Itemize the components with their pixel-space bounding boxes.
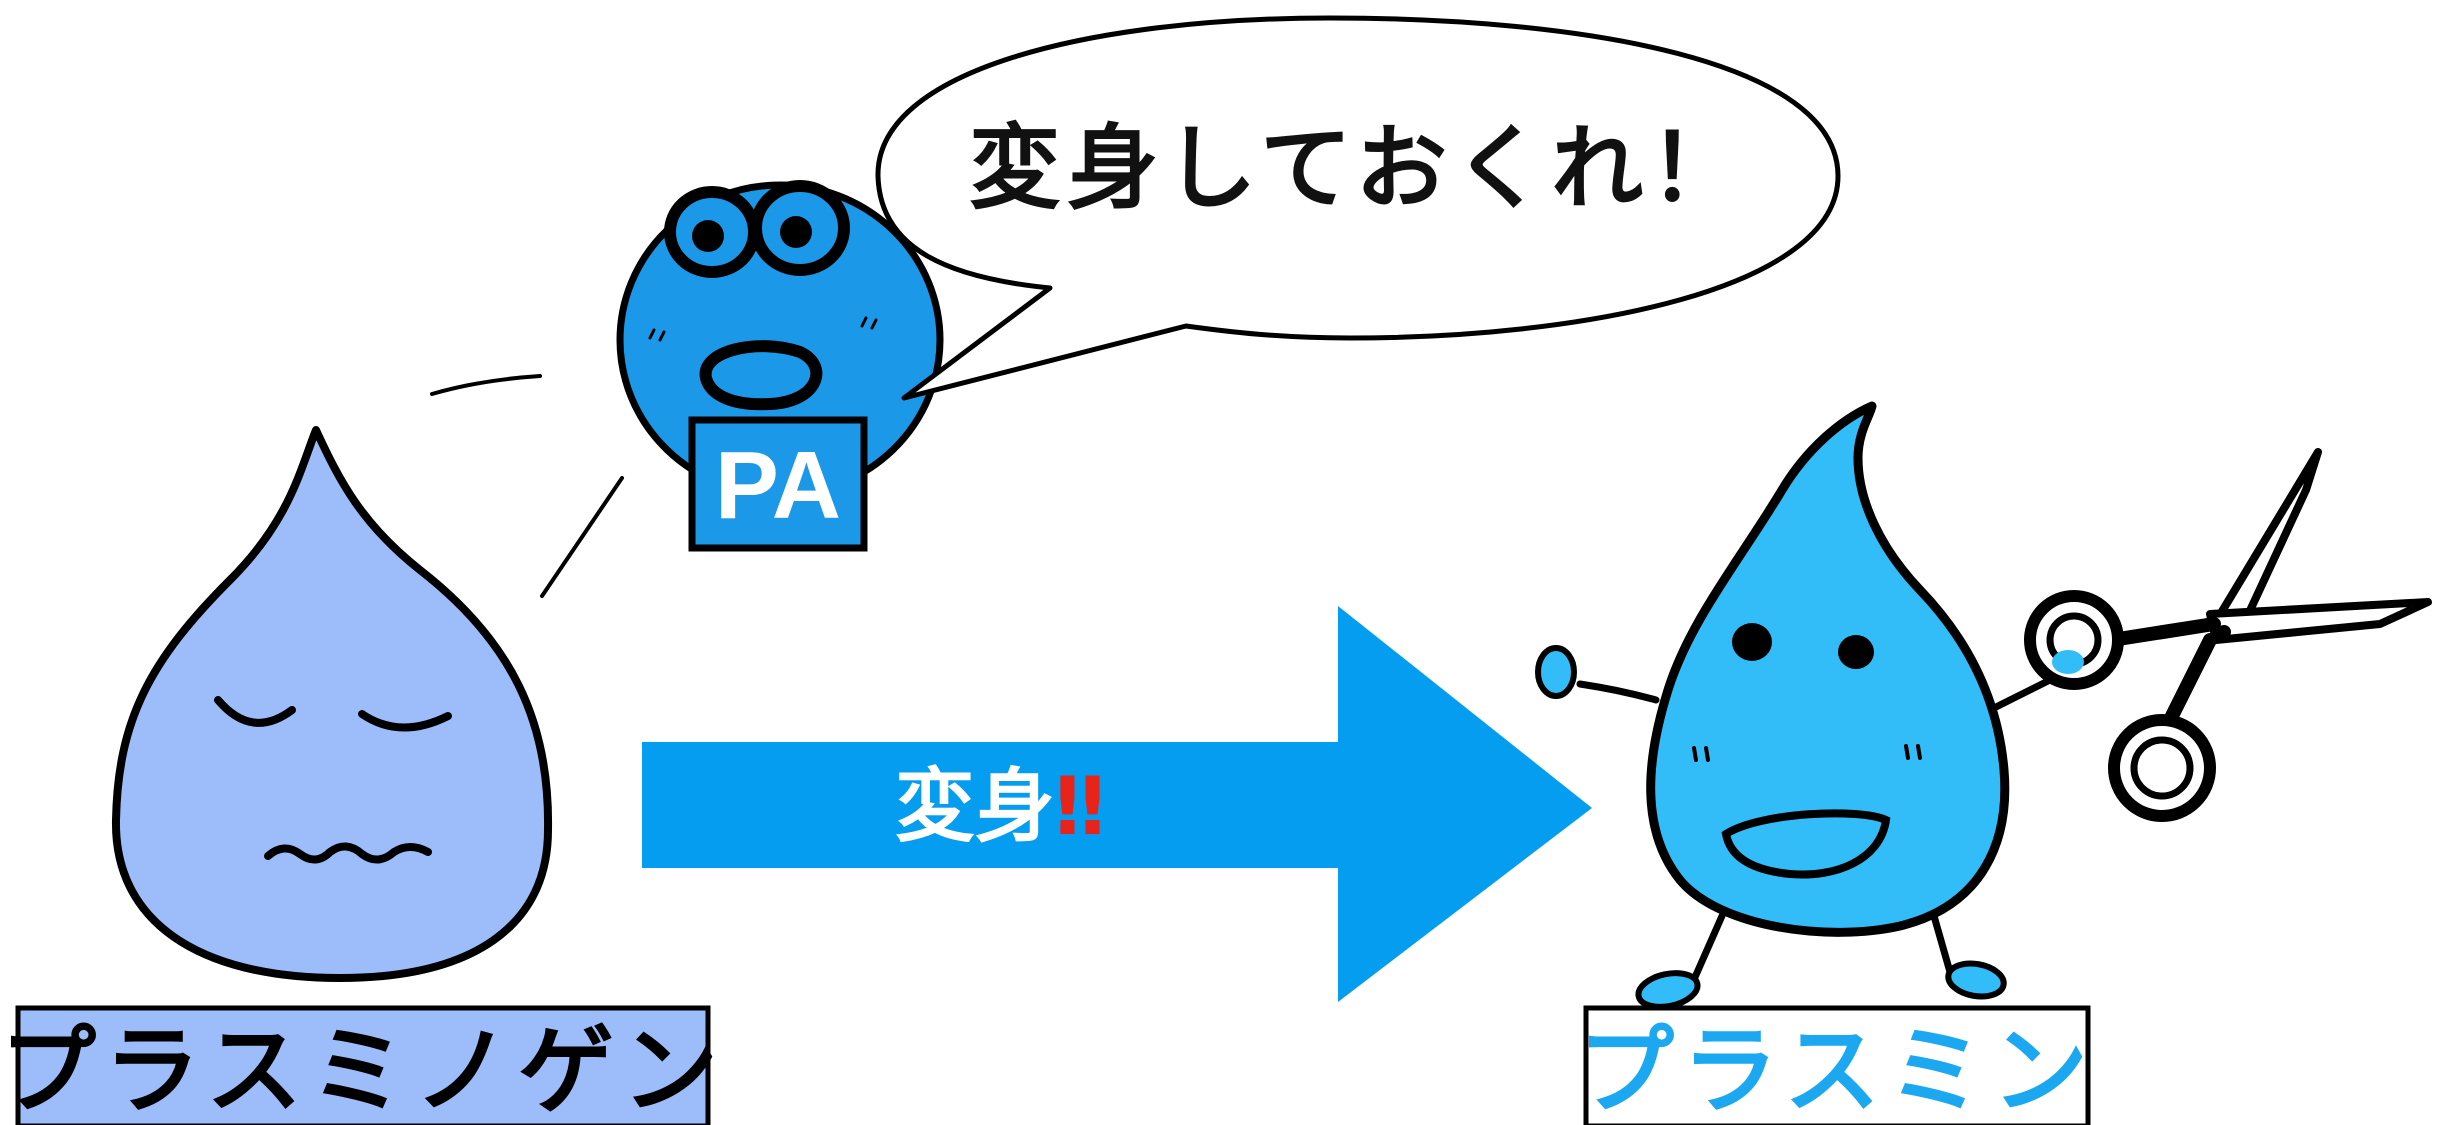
plasminogen-character: [111, 426, 553, 982]
plasminogen-label: プラスミノゲン: [0, 1015, 726, 1125]
transform-arrow-label: 変身‼: [895, 760, 1105, 853]
pa-mouth: [699, 340, 823, 411]
transform-label: 変身: [895, 760, 1055, 853]
plasminogen-mouth: [264, 842, 432, 864]
plasminogen-body: [111, 426, 553, 982]
transform-arrow: 変身‼: [642, 606, 1592, 1002]
plasmin-smile: [1721, 809, 1891, 879]
transform-exclamation: ‼: [1055, 760, 1105, 853]
plasmin-body: [1646, 401, 2010, 937]
plasminogen-label-box: プラスミノゲン: [0, 1005, 726, 1125]
scissors-icon: [2024, 448, 2432, 822]
plasmin-label: プラスミン: [1578, 1015, 2096, 1125]
plasmin-left-arm: [1535, 645, 1660, 704]
plasmin-character: [1535, 401, 2066, 1010]
plasminogen-closed-eyes: [214, 696, 452, 732]
plasmin-label-box: プラスミン: [1578, 1005, 2096, 1125]
pa-badge-label: PA: [715, 432, 841, 539]
pa-eyes: [664, 180, 850, 278]
speech-bubble: 変身しておくれ！: [875, 15, 1841, 401]
speech-bubble-text: 変身しておくれ！: [969, 115, 1747, 222]
plasmin-legs: [1635, 912, 2007, 1010]
plasmin-eyes: [1732, 623, 1874, 669]
pa-badge: PA: [688, 416, 868, 552]
motion-lines: [430, 374, 624, 598]
